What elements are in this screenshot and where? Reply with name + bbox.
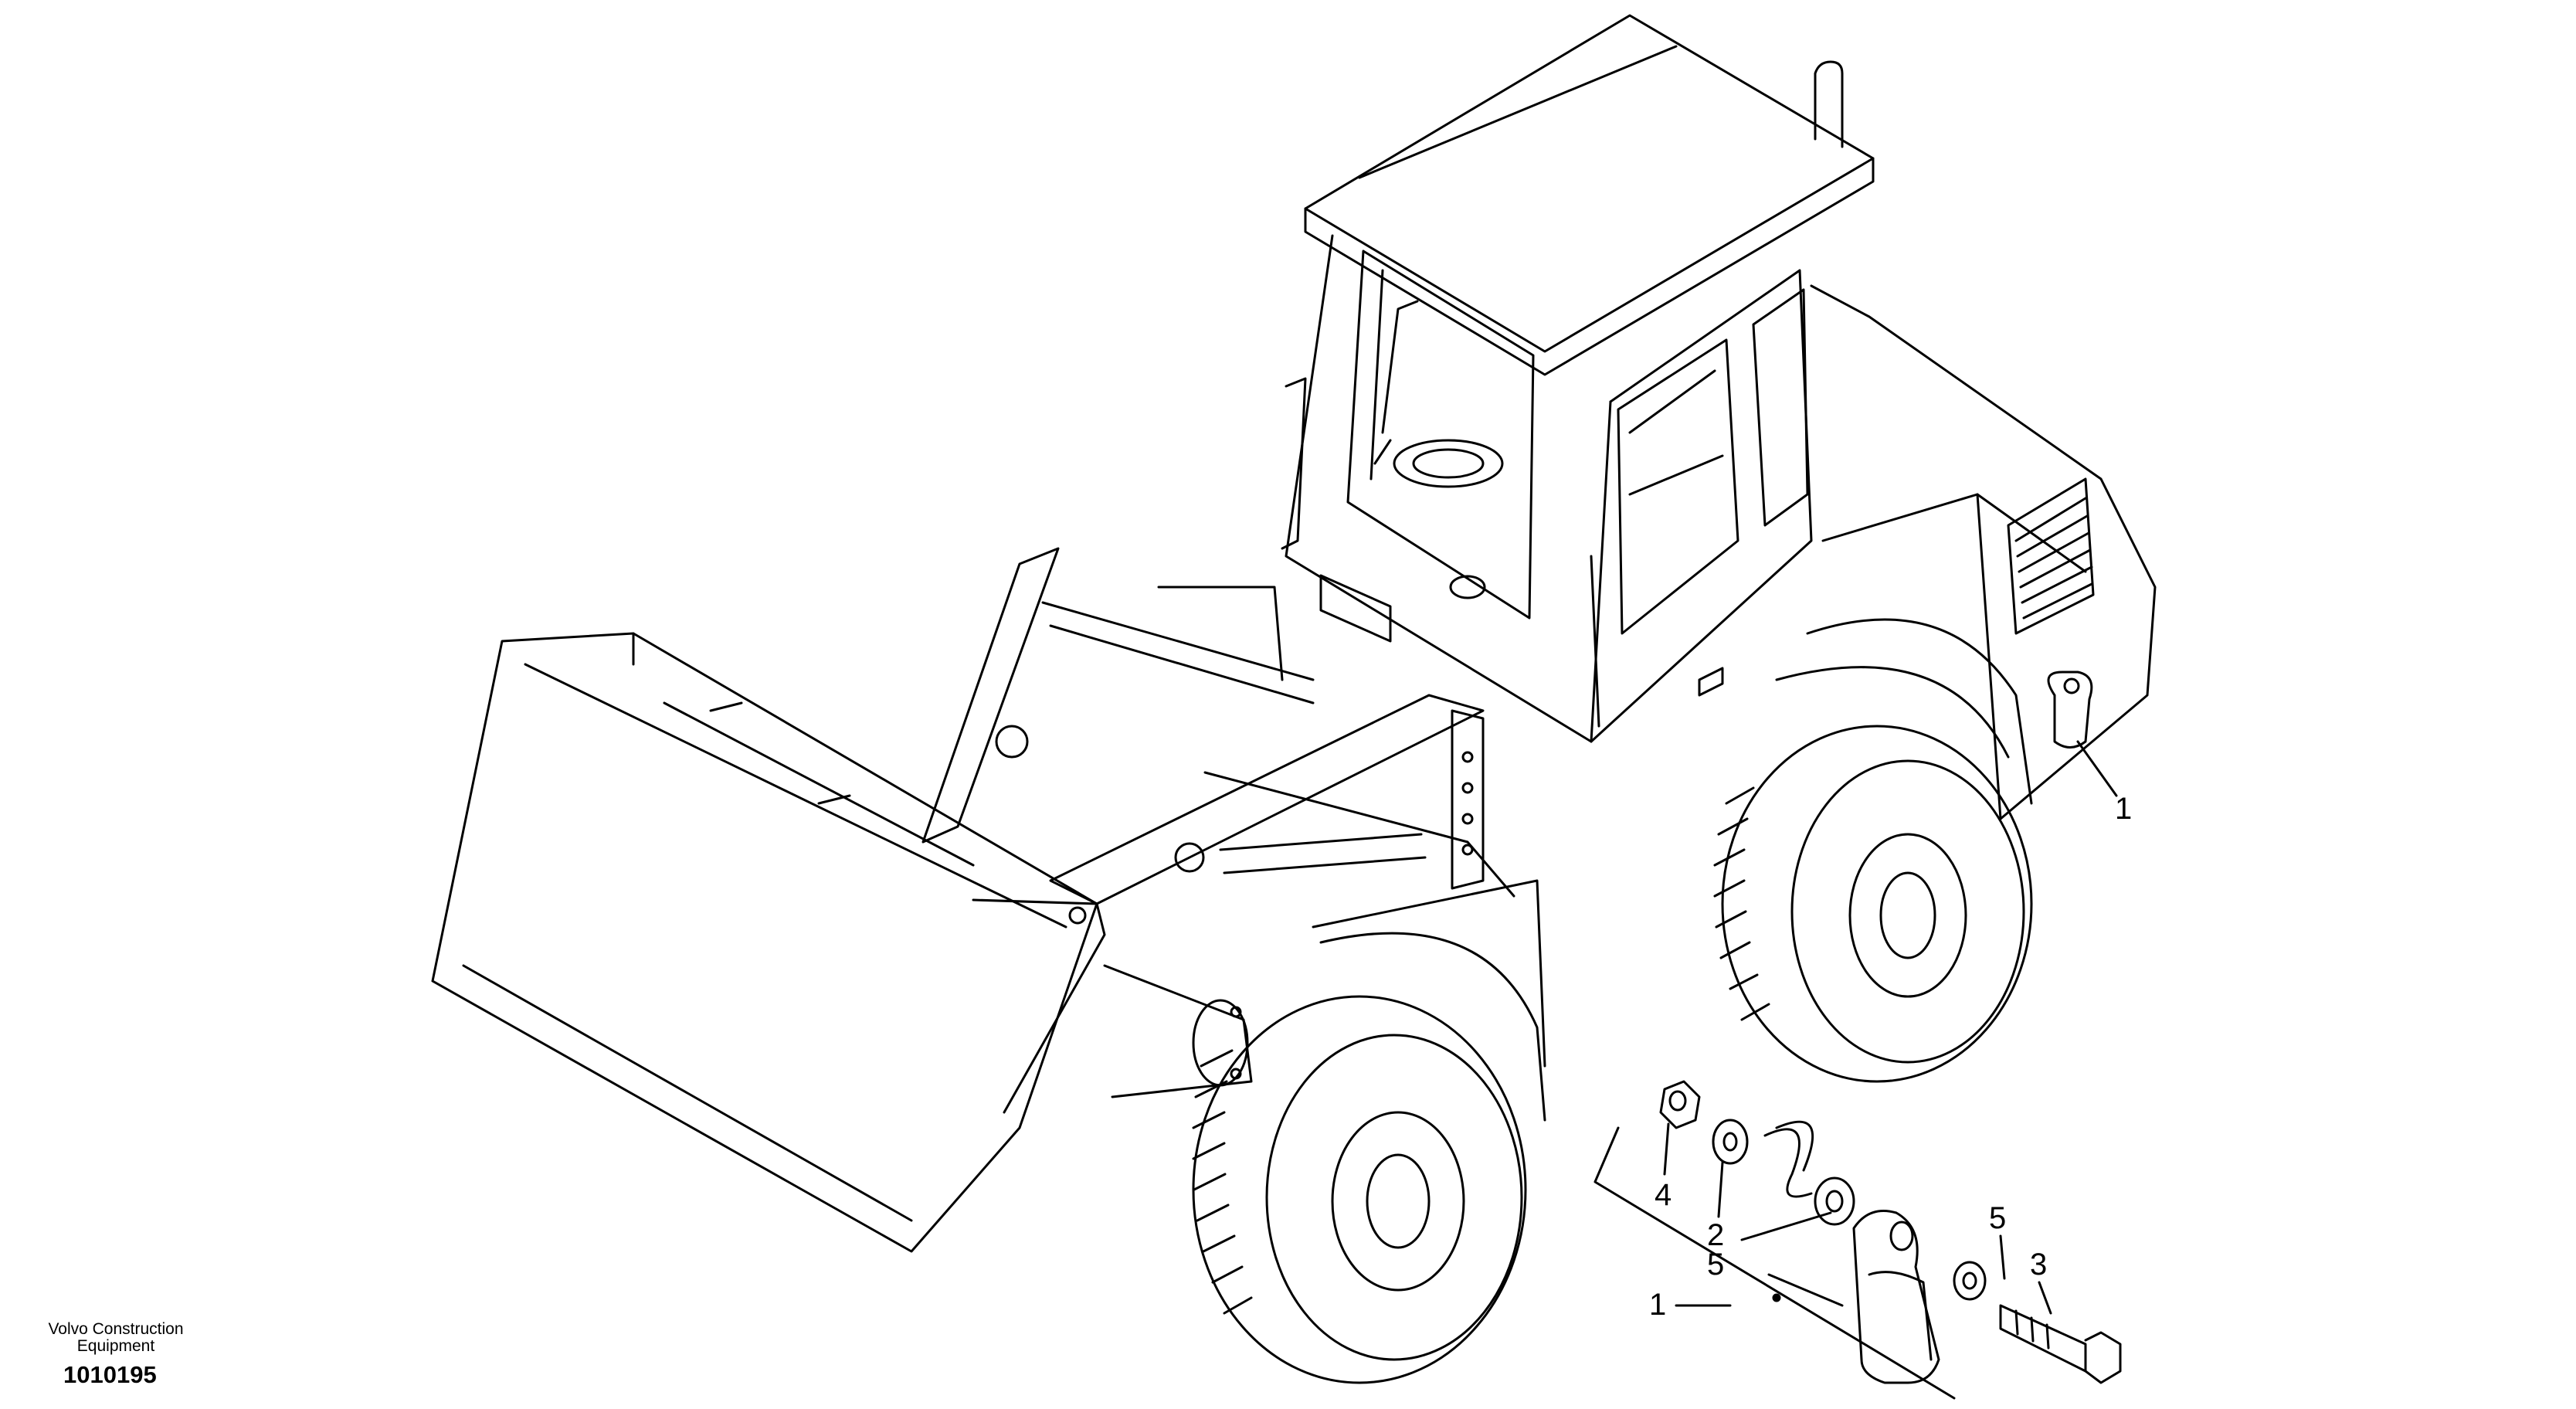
callout-washer-c: 5 — [1989, 1201, 2006, 1235]
tail-lamp — [2047, 671, 2118, 797]
callout-tail-lamp: 1 — [2115, 792, 2132, 826]
wire-part — [1763, 1128, 1813, 1198]
loader-arms — [921, 547, 1546, 1068]
lamp-part — [1852, 1210, 1940, 1384]
bucket — [431, 632, 1106, 1253]
front-axle — [1103, 964, 1253, 1098]
callout-lamp-lead: 1 — [1649, 1288, 1666, 1322]
washer-part-c — [1953, 1261, 1987, 1301]
callout-washer-a: 2 — [1707, 1218, 1724, 1252]
washer-part-a — [1712, 1119, 1749, 1165]
rear-wheel — [1713, 725, 2033, 1083]
nut-part — [1659, 1080, 1701, 1129]
brand-line-2: Equipment — [76, 1337, 155, 1355]
document-number: 1010195 — [63, 1361, 157, 1388]
cab — [1281, 14, 1875, 743]
exploded-parts — [1593, 1080, 2122, 1400]
brand-block: Volvo Construction Equipment — [23, 1321, 209, 1355]
front-wheel — [1192, 932, 1546, 1384]
bolt-part — [1999, 1304, 2087, 1373]
washer-part-b — [1814, 1176, 1855, 1226]
callout-lamp-lead-b: 5 — [1707, 1248, 1724, 1282]
rear-body — [1775, 284, 2157, 820]
brand-line-1: Volvo Construction — [48, 1320, 184, 1338]
callout-nut: 4 — [1655, 1178, 1672, 1212]
callout-bolt: 3 — [2030, 1248, 2047, 1282]
